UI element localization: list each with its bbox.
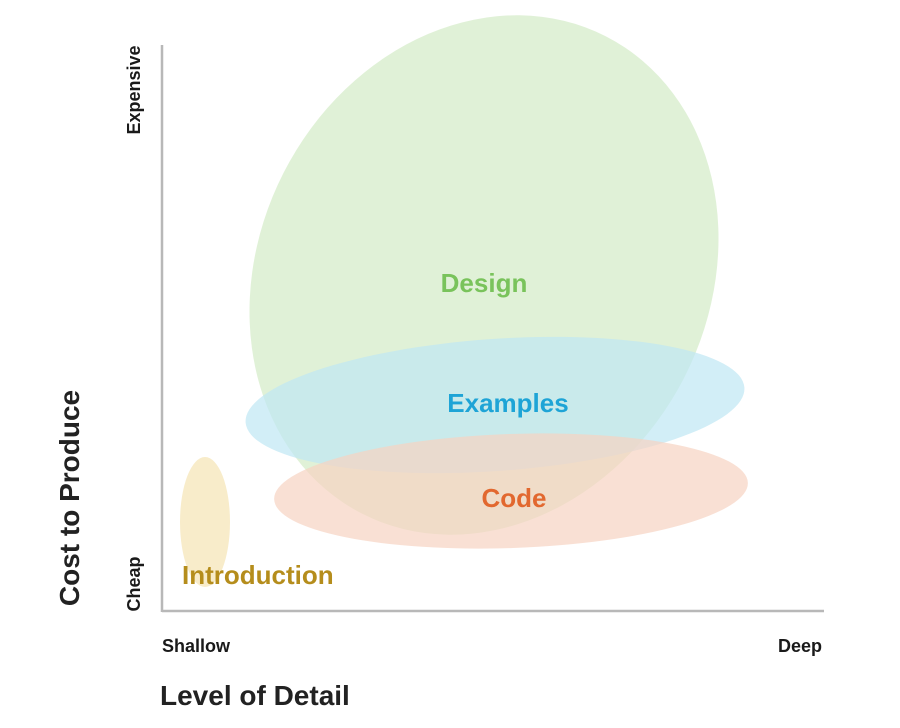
x-high-label: Deep <box>778 636 822 656</box>
introduction-label: Introduction <box>182 560 334 590</box>
axis-end-labels: Expensive Cheap Shallow Deep <box>124 45 822 656</box>
regions <box>180 15 748 587</box>
x-axis-title: Level of Detail <box>160 680 350 711</box>
region-labels: Design Examples Code Introduction <box>182 268 569 590</box>
axis-titles: Cost to Produce Level of Detail <box>54 390 350 711</box>
y-high-label: Expensive <box>124 45 144 134</box>
axes <box>160 45 824 613</box>
y-axis-title: Cost to Produce <box>54 390 85 606</box>
introduction-region <box>180 457 230 587</box>
y-low-label: Cheap <box>124 556 144 611</box>
x-low-label: Shallow <box>162 636 231 656</box>
code-label: Code <box>482 483 547 513</box>
code-region <box>274 433 748 549</box>
design-label: Design <box>441 268 528 298</box>
examples-label: Examples <box>447 388 568 418</box>
